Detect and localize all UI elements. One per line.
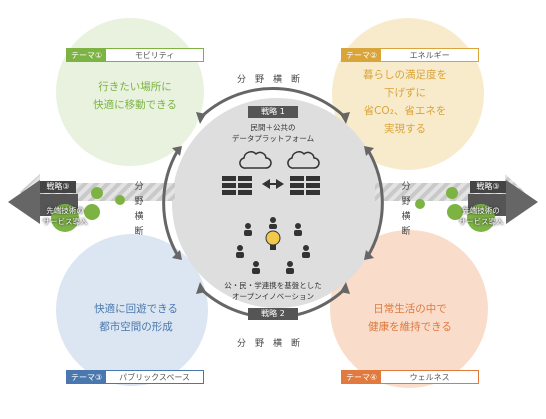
cross-field-label-right: 分野横断 bbox=[401, 182, 411, 237]
theme-name: モビリティ bbox=[106, 49, 203, 61]
public-space-text: 快適に回遊できる 都市空間の形成 bbox=[94, 303, 178, 333]
strategy2-text: 公・民・学連携を基盤とした オープンイノベーション bbox=[224, 281, 322, 301]
data-platform-icon bbox=[222, 151, 320, 195]
cross-field-label-left: 分野横断 bbox=[134, 182, 144, 237]
strategy2-label: 戦略 2 bbox=[248, 308, 298, 320]
wellness-text: 日常生活の中で 健康を維持できる bbox=[368, 303, 452, 333]
strategy3-left-label: 戦略③ bbox=[40, 181, 76, 193]
strategy1-text: 民間＋公共の データプラットフォーム bbox=[231, 123, 315, 143]
theme-name: パブリックスペース bbox=[106, 371, 203, 383]
strategy3-right-label: 戦略③ bbox=[470, 181, 506, 193]
strategy1-label: 戦略 1 bbox=[248, 106, 298, 118]
theme-name: ウェルネス bbox=[381, 371, 478, 383]
theme-tag-mobility: テーマ① モビリティ bbox=[66, 48, 204, 62]
public-space-circle bbox=[56, 234, 208, 386]
cross-field-label-bottom: 分野横断 bbox=[237, 339, 310, 349]
strategy3-right-text: 先端技術の サービス導入 bbox=[458, 206, 504, 226]
theme-number: テーマ④ bbox=[342, 371, 382, 383]
mobility-text: 行きたい場所に 快適に移動できる bbox=[93, 81, 177, 111]
theme-name: エネルギー bbox=[381, 49, 478, 61]
theme-number: テーマ① bbox=[67, 49, 107, 61]
theme-tag-wellness: テーマ④ ウェルネス bbox=[341, 370, 479, 384]
theme-tag-public-space: テーマ③ パブリックスペース bbox=[66, 370, 204, 384]
theme-number: テーマ③ bbox=[67, 371, 107, 383]
cycle-arrow-left bbox=[162, 149, 180, 257]
cross-field-label-top: 分野横断 bbox=[237, 75, 310, 85]
cycle-arrow-right bbox=[366, 149, 384, 257]
innovation-icon bbox=[236, 217, 310, 274]
strategy3-left-text: 先端技術の サービス導入 bbox=[42, 206, 88, 226]
theme-tag-energy: テーマ② エネルギー bbox=[341, 48, 479, 62]
mobility-circle bbox=[56, 18, 204, 166]
theme-number: テーマ② bbox=[342, 49, 382, 61]
center-circle bbox=[172, 98, 382, 308]
cycle-arrow-top bbox=[198, 87, 348, 120]
energy-text: 暮らしの満足度を 下げずに 省CO₂、省エネを 実現する bbox=[363, 69, 447, 135]
